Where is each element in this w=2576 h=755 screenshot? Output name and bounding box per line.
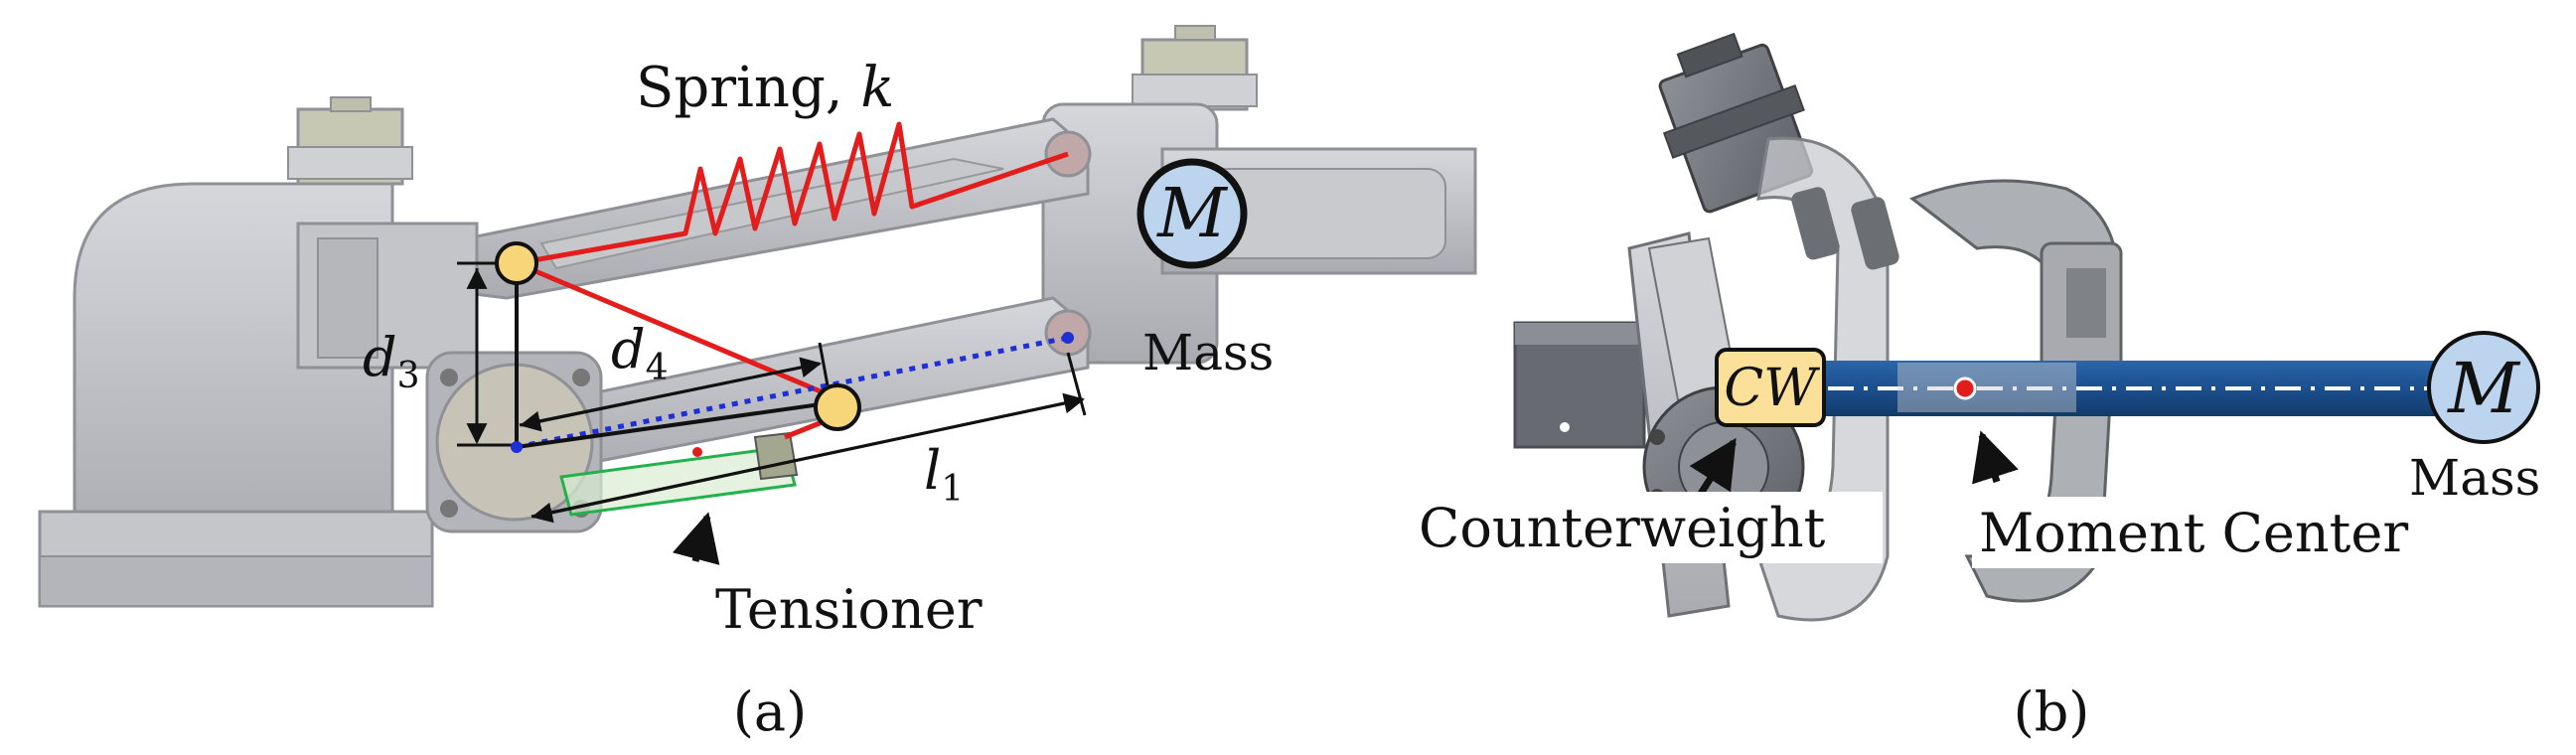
counterweight-label: Counterweight — [1419, 497, 1826, 559]
caption-b: (b) — [2014, 680, 2090, 743]
counterweight-arrow — [1689, 437, 1737, 499]
pivot-tensioner — [814, 383, 861, 431]
caption-a: (a) — [733, 680, 807, 743]
label-d4: d4 — [611, 318, 668, 388]
mass-symbol-a: M — [1155, 175, 1229, 253]
moment-center-label-bg — [1972, 497, 2464, 568]
bar-overlay — [1897, 363, 2076, 412]
d3-var: d — [363, 326, 397, 388]
mass-circle-b — [2427, 331, 2540, 444]
label-l1: l1 — [924, 439, 964, 510]
motor-top-left — [287, 96, 413, 186]
motor-right-b — [2040, 241, 2123, 384]
mass-label-a: Mass — [1142, 324, 1274, 381]
moment-center-dot — [1953, 377, 1977, 400]
spring-label: Spring, k — [636, 56, 894, 120]
spring-label-text: Spring, — [636, 56, 860, 120]
l1-sub: 1 — [941, 469, 964, 510]
pivot-upper-left — [495, 241, 538, 285]
tensioner-label: Tensioner — [715, 578, 983, 641]
dimension-l1 — [530, 352, 1087, 524]
counterweight-label-bg — [1411, 492, 1883, 563]
panel-a: M Mass Spring, k d3 d4 l1 Tensioner (a) — [38, 25, 1477, 743]
tensioner-link-line — [516, 400, 835, 449]
moment-center-label: Moment Center — [1979, 502, 2408, 564]
d4-sub: 4 — [646, 348, 669, 388]
mass-circle-a — [1136, 158, 1248, 269]
pivot-base — [511, 441, 523, 453]
l1-var: l — [924, 439, 941, 502]
cw-label: CW — [1724, 359, 1820, 418]
joint-housing — [296, 222, 479, 370]
moment-center-arrow — [1972, 430, 2019, 485]
mass-symbol-b: M — [2446, 348, 2521, 429]
tensioner-arrow — [672, 512, 720, 565]
square-tube — [1513, 321, 1646, 449]
pivot-end — [1062, 332, 1074, 344]
link-centerline — [516, 335, 1069, 450]
dimension-d4 — [519, 342, 830, 432]
cw-box — [1715, 348, 1826, 427]
upper-link — [465, 117, 1090, 300]
label-d3: d3 — [363, 326, 419, 396]
spring-constant: k — [860, 56, 894, 120]
panel-b: CW M Mass Counterweight Moment Center (b… — [1411, 32, 2540, 743]
dimension-d3 — [457, 261, 517, 447]
d3-sub: 3 — [397, 356, 420, 396]
motor-top-right — [1132, 25, 1258, 111]
d4-var: d — [611, 318, 646, 380]
